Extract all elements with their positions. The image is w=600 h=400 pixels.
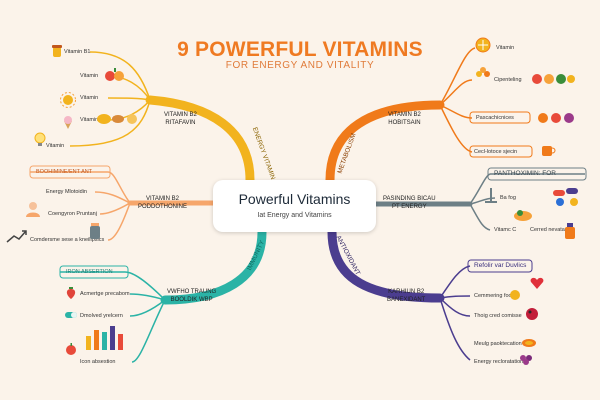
fruit-icon	[105, 68, 124, 81]
center-title: Powerful Vitamins	[238, 191, 351, 207]
item-top-left-1: Vitamin B1	[64, 49, 91, 55]
capsule-icon	[65, 312, 77, 318]
item-top-right-4: Cecl-lotoce sjecin	[474, 149, 518, 155]
sun-icon	[60, 92, 76, 108]
item-mid-right-1: Ba fog	[500, 195, 516, 201]
grape-icon	[520, 355, 532, 365]
item-bottom-left-1: Acmertge precabom	[80, 291, 130, 297]
item-mid-right-2: Vitamc C	[494, 227, 517, 233]
scale-icon	[485, 188, 497, 203]
item-bottom-right-3: Meulg paoktecation	[474, 341, 522, 347]
strawberry-icon	[66, 287, 76, 299]
pills-icon	[553, 188, 578, 206]
item-top-right-2: Cipenteling	[494, 77, 522, 83]
pill-bottle-icon	[52, 45, 62, 57]
bottle-icon	[565, 223, 575, 239]
item-bottom-left-3: Icon absestion	[80, 359, 116, 365]
item-bottom-right-1: Cemmering food	[474, 293, 515, 299]
item-top-right-3: Pascachicnices	[476, 115, 514, 121]
lemon-icon	[475, 37, 491, 53]
berry-icon	[526, 308, 538, 320]
chart-arrow-icon	[6, 230, 27, 243]
page-title: 9 POWERFUL VITAMINS	[177, 38, 423, 61]
item-mid-right-header: PANTHOXIMIN: FOR	[494, 170, 556, 177]
center-node: Powerful Vitamins Iat Energy and Vitamin…	[213, 180, 376, 232]
cup-icon	[542, 146, 556, 156]
bulb-icon	[34, 132, 46, 146]
item-top-left-2: Vitamin	[80, 73, 99, 79]
food-row-icon	[97, 114, 137, 124]
bar-chart-icon	[86, 326, 123, 350]
item-bottom-left-header: IRON ABSERTION	[66, 269, 113, 275]
flower-icon	[476, 67, 490, 77]
branch-arc-top-right	[325, 100, 445, 185]
person-icon	[26, 202, 40, 217]
food-bowl-icon	[514, 210, 532, 221]
citrus-icon	[510, 290, 520, 300]
jar-icon	[90, 223, 100, 239]
item-top-left-3: Vitamin	[80, 95, 99, 101]
item-top-left-5: Vitamin	[46, 143, 65, 149]
page-subtitle: FOR ENERGY AND VITALITY	[225, 60, 375, 71]
item-bottom-right-2: Thoig cred comisse	[474, 313, 522, 319]
ice-cream-icon	[64, 116, 72, 129]
center-subtitle: Iat Energy and Vitamins	[257, 212, 332, 219]
item-mid-right-3: Cerred nevatar	[530, 227, 567, 233]
item-mid-left-3: Comdersme sese a kneilipsics	[30, 237, 105, 243]
item-bottom-right-4: Energy recloratation	[474, 359, 524, 365]
item-mid-left-header: BOOHIMINE/ENT ANT	[36, 169, 93, 175]
item-bottom-right-header: Refolir var Duvlics	[474, 262, 527, 269]
item-mid-left-2: Coengyron Pruntanj	[48, 211, 97, 217]
item-bottom-left-2: Dmolved yrelcern	[80, 313, 123, 319]
leaf-icon	[522, 339, 536, 347]
apple-icon	[66, 343, 76, 355]
item-top-right-1: Vitamin	[496, 45, 515, 51]
fruit-row-icon	[538, 113, 574, 123]
item-mid-left-1: Energy Mlotoidin	[46, 189, 87, 195]
branch-arc-bottom-left	[160, 227, 267, 305]
item-top-left-4: Vitamin	[80, 117, 99, 123]
produce-icon	[532, 74, 575, 84]
heart-icon	[530, 277, 544, 289]
branch-arc-top-left	[145, 95, 255, 185]
branch-arc-bottom-right	[327, 227, 445, 303]
